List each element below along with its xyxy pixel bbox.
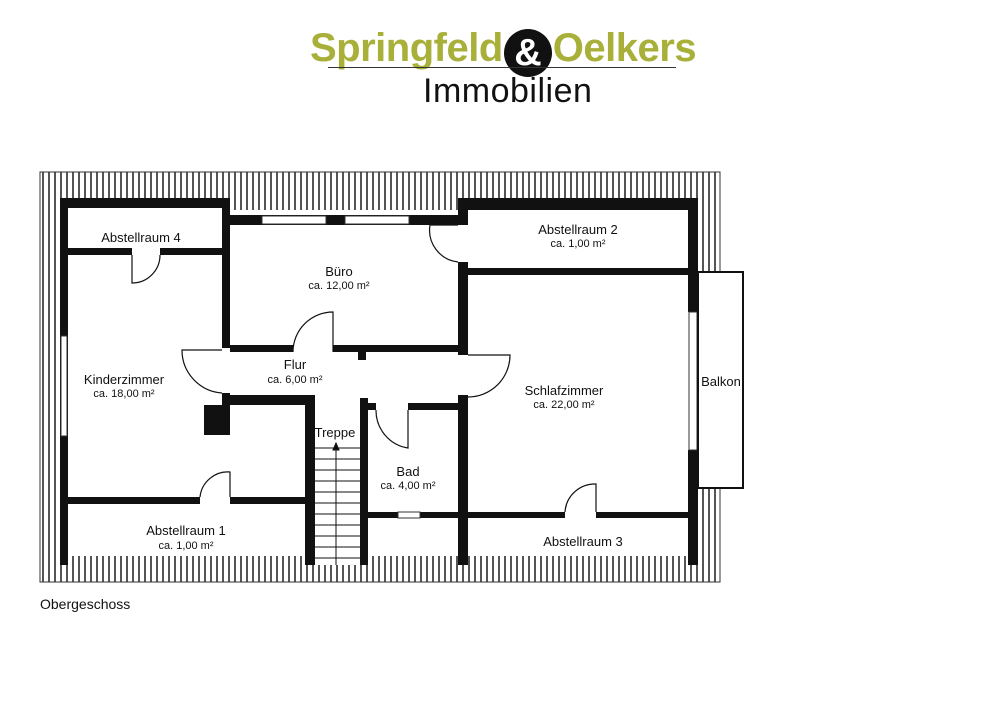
arrow-up-icon [332,441,340,451]
room-abstellraum4-name: Abstellraum 4 [101,230,181,245]
room-kinderzimmer-name: Kinderzimmer [83,372,165,387]
room-bad-area: ca. 4,00 m² [380,480,436,492]
staircase [315,441,360,565]
room-buero-area: ca. 12,00 m² [308,280,370,292]
room-treppe-name: Treppe [314,425,356,440]
logo-name-left: Springfeld [310,26,503,70]
room-schlafzimmer-name: Schlafzimmer [524,383,604,398]
room-abstellraum2-name: Abstellraum 2 [538,222,618,237]
balcony [697,271,744,489]
logo-subtitle: Immobilien [423,72,593,110]
room-bad-name: Bad [396,464,420,479]
room-flur-name: Flur [283,357,307,372]
logo-name-right: Oelkers [552,26,697,70]
room-buero-name: Büro [325,264,353,279]
doors [131,224,597,513]
company-logo: Springfeld&Oelkers Immobilien [300,20,700,115]
logo-brand: Springfeld&Oelkers [310,26,697,77]
windows [60,215,698,519]
floor-caption: Obergeschoss [40,596,131,612]
logo-divider [328,67,676,68]
room-abstellraum2-area: ca. 1,00 m² [550,238,606,250]
walls [60,198,698,565]
room-balkon-name: Balkon [701,374,741,389]
room-abstellraum1-name: Abstellraum 1 [146,523,226,538]
room-schlafzimmer-area: ca. 22,00 m² [533,399,595,411]
room-kinderzimmer-area: ca. 18,00 m² [93,388,155,400]
room-flur-area: ca. 6,00 m² [267,374,323,386]
room-abstellraum1-area: ca. 1,00 m² [158,540,214,552]
room-abstellraum3-name: Abstellraum 3 [543,534,623,549]
